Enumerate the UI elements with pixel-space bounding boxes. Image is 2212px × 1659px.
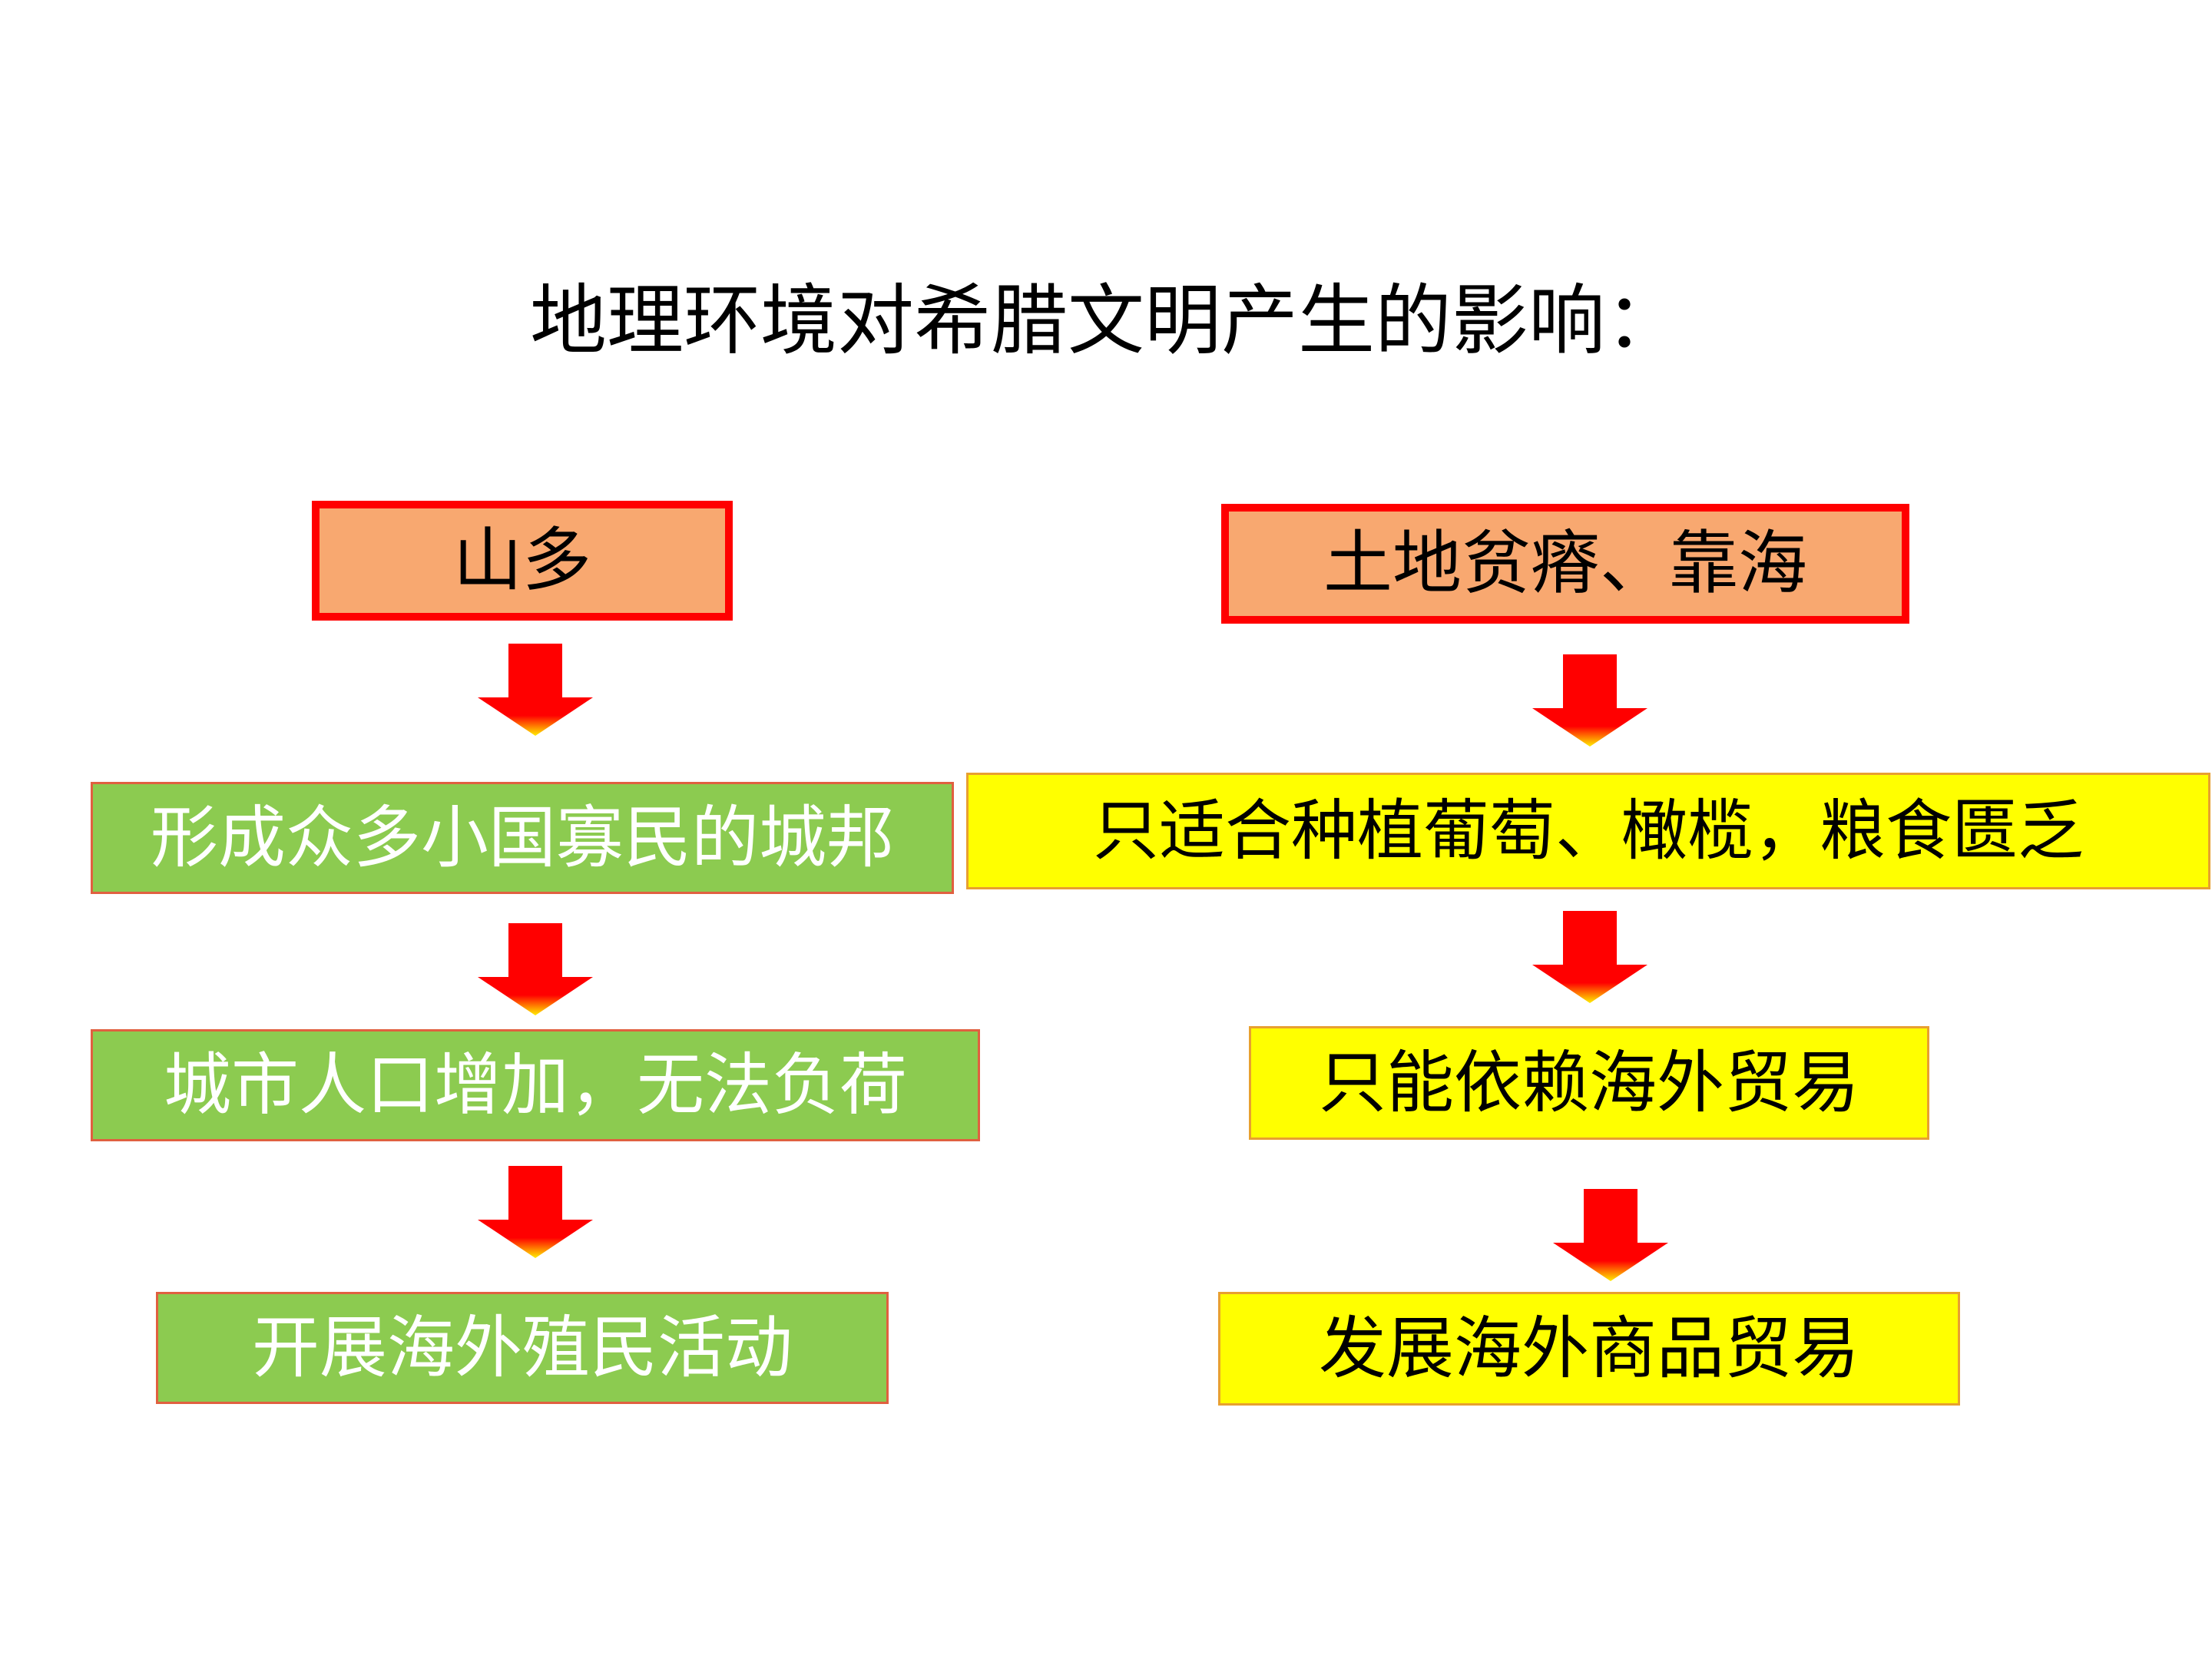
left-step-2-box: 城市人口增加，无法负荷 [91, 1029, 980, 1141]
left-step-1-box: 形成众多小国寡民的城邦 [91, 782, 954, 894]
arrow-down-icon-svg [1532, 654, 1647, 747]
left-step-3-box: 开展海外殖民活动 [156, 1292, 889, 1404]
arrow-down-icon [478, 1166, 593, 1258]
arrow-down-icon-svg [478, 923, 593, 1015]
arrow-down-icon-svg [1532, 911, 1647, 1003]
arrow-down-icon [478, 923, 593, 1015]
arrow-down-icon [1532, 654, 1647, 747]
left-head-box: 山多 [312, 501, 733, 621]
arrow-down-icon-svg [478, 1166, 593, 1258]
arrow-down-icon [1532, 911, 1647, 1003]
right-step-2-box: 只能依赖海外贸易 [1249, 1026, 1929, 1140]
arrow-down-icon [1553, 1189, 1668, 1281]
arrow-down-icon-svg [478, 644, 593, 736]
right-head-box: 土地贫瘠、靠海 [1221, 504, 1909, 624]
right-step-1-box: 只适合种植葡萄、橄榄，粮食匮乏 [966, 773, 2210, 889]
arrow-down-icon-svg [1553, 1189, 1668, 1281]
page-title: 地理环境对希腊文明产生的影响： [530, 276, 1682, 366]
arrow-down-icon [478, 644, 593, 736]
right-step-3-box: 发展海外商品贸易 [1218, 1292, 1960, 1406]
